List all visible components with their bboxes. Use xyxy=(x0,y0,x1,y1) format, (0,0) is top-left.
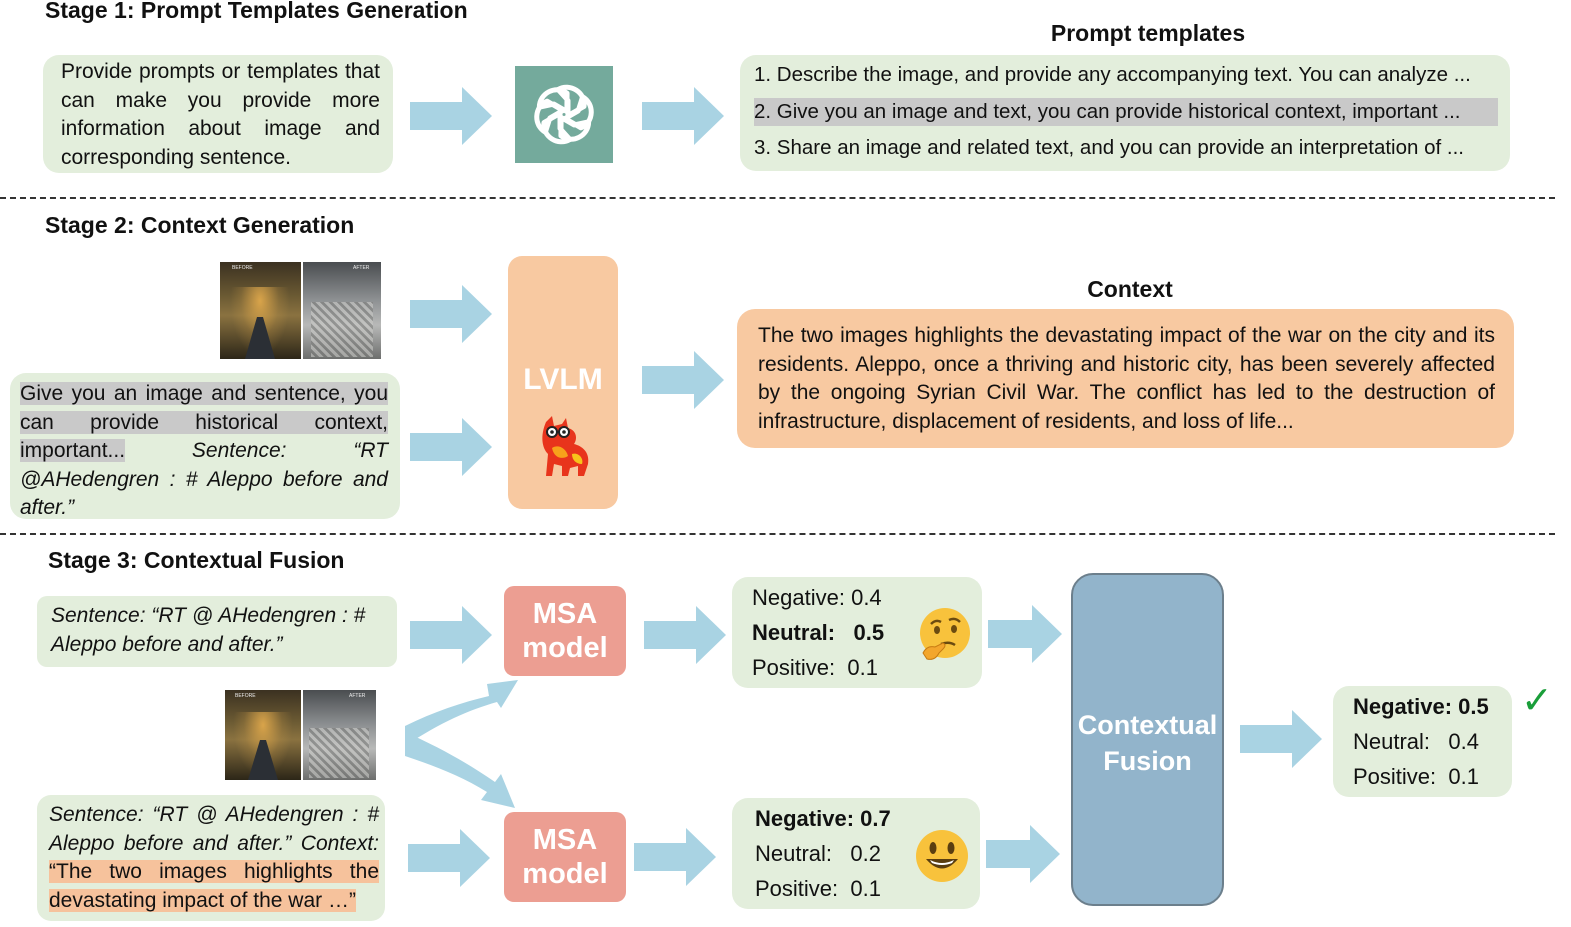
msa-model-box-bottom: MSA model xyxy=(504,812,626,902)
template-item-1: 1. Describe the image, and provide any a… xyxy=(754,63,1471,86)
arrow-right-icon xyxy=(1240,710,1322,768)
final-scores-box: Negative: 0.5 Neutral: 0.4 Positive: 0.1 xyxy=(1333,686,1512,797)
before-label: BEFORE xyxy=(235,693,256,699)
after-label: AFTER xyxy=(353,265,370,271)
stage2-prompt-text: Give you an image and sentence, you can … xyxy=(20,380,388,523)
stage-divider xyxy=(0,533,1555,535)
templates-box: 1. Describe the image, and provide any a… xyxy=(740,55,1510,171)
final-score-neutral: Neutral: 0.4 xyxy=(1353,729,1479,754)
context-text: The two images highlights the devastatin… xyxy=(758,324,1495,433)
msa-label-line1: MSA xyxy=(532,824,598,856)
score-neutral: Neutral: 0.2 xyxy=(755,841,881,866)
openai-logo-icon xyxy=(515,66,613,163)
fusion-label: Contextual Fusion xyxy=(1077,710,1218,776)
before-photo: BEFORE xyxy=(220,262,301,359)
before-photo: BEFORE xyxy=(225,690,301,780)
arrow-right-icon xyxy=(642,351,724,409)
smiling-face-icon xyxy=(916,830,968,882)
contextual-fusion-box: Contextual Fusion xyxy=(1071,573,1224,906)
scores-box-bottom: Negative: 0.7 Neutral: 0.2 Positive: 0.1 xyxy=(732,798,980,909)
sentence-context-box: Sentence: “RT @ AHedengren : # Aleppo be… xyxy=(37,795,385,921)
scores-box-top: Negative: 0.4 Neutral: 0.5 Positive: 0.1 xyxy=(732,577,982,688)
prompt-sentence: Sentence: “RT @AHedengren : # Aleppo bef… xyxy=(20,439,388,519)
stage2-title: Stage 2: Context Generation xyxy=(45,212,355,238)
stage-divider xyxy=(0,197,1555,199)
context-box: The two images highlights the devastatin… xyxy=(737,309,1514,448)
msa-label-line2: model xyxy=(522,858,608,890)
prompt-template-highlight: Give you an image and sentence, you can … xyxy=(20,382,388,462)
arrow-right-icon xyxy=(410,87,492,145)
aleppo-before-after-image: BEFORE AFTER xyxy=(220,262,381,359)
sentence-context-highlight: “The two images highlights the devastati… xyxy=(49,860,379,912)
lvlm-label: LVLM xyxy=(523,363,603,396)
stage1-input-text: Provide prompts or templates that can ma… xyxy=(61,60,380,169)
msa-model-box-top: MSA model xyxy=(504,586,626,676)
score-neutral: Neutral: 0.5 xyxy=(752,620,885,645)
arrow-right-icon xyxy=(408,829,490,887)
stage2-prompt-box: Give you an image and sentence, you can … xyxy=(10,373,400,519)
arrow-right-icon xyxy=(642,87,724,145)
template-item-3: 3. Share an image and related text, and … xyxy=(754,136,1464,159)
sentence-only-box: Sentence: “RT @ AHedengren : # Aleppo be… xyxy=(37,596,397,667)
score-positive: Positive: 0.1 xyxy=(752,655,878,680)
after-photo: AFTER xyxy=(303,262,381,359)
sentence-only-text: Sentence: “RT @ AHedengren : # Aleppo be… xyxy=(51,604,366,656)
stage1-input-box: Provide prompts or templates that can ma… xyxy=(43,55,393,173)
context-heading: Context xyxy=(1087,276,1173,302)
after-label: AFTER xyxy=(349,693,366,699)
lvlm-box: LVLM xyxy=(508,256,618,509)
msa-label-line2: model xyxy=(522,632,608,664)
after-photo: AFTER xyxy=(303,690,376,780)
final-score-negative: Negative: 0.5 xyxy=(1353,694,1489,719)
fork-arrow-icon xyxy=(405,680,518,808)
arrow-right-icon xyxy=(410,418,492,476)
arrow-right-icon xyxy=(410,285,492,343)
arrow-right-icon xyxy=(644,606,726,664)
stage1-title: Stage 1: Prompt Templates Generation xyxy=(45,0,468,23)
sentence-context-text: Sentence: “RT @ AHedengren : # Aleppo be… xyxy=(49,801,379,915)
template-item-2: 2. Give you an image and text, you can p… xyxy=(754,98,1498,126)
llama-mascot-icon xyxy=(542,416,589,476)
score-negative: Negative: 0.4 xyxy=(752,585,882,610)
msa-label-line1: MSA xyxy=(532,598,598,630)
final-score-positive: Positive: 0.1 xyxy=(1353,764,1479,789)
checkmark-icon: ✓ xyxy=(1521,678,1553,722)
thinking-face-icon xyxy=(920,608,970,660)
before-label: BEFORE xyxy=(232,265,253,271)
arrow-right-icon xyxy=(634,828,716,886)
aleppo-before-after-image: BEFORE AFTER xyxy=(225,690,376,780)
arrow-right-icon xyxy=(986,825,1060,883)
score-positive: Positive: 0.1 xyxy=(755,876,881,901)
templates-heading: Prompt templates xyxy=(1050,20,1246,46)
arrow-right-icon xyxy=(988,605,1062,663)
stage3-title: Stage 3: Contextual Fusion xyxy=(48,547,345,573)
sentence-context-sentence: Sentence: “RT @ AHedengren : # Aleppo be… xyxy=(49,803,379,855)
score-negative: Negative: 0.7 xyxy=(755,806,891,831)
arrow-right-icon xyxy=(410,606,492,664)
